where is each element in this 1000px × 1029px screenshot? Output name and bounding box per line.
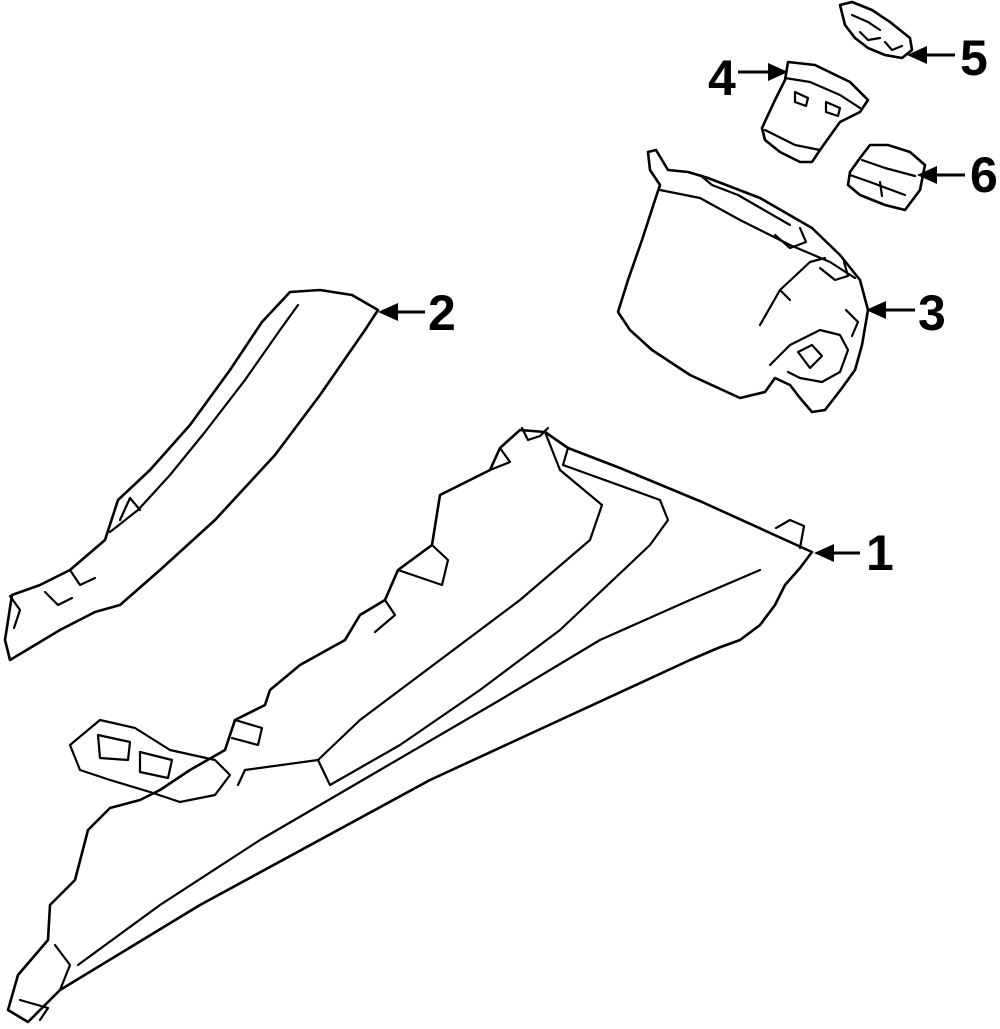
part-6-switch-block — [846, 143, 927, 212]
leader-2 — [378, 303, 425, 321]
leader-5 — [907, 46, 955, 64]
part-4-cup-trim — [760, 60, 870, 164]
part-3-housing — [616, 148, 870, 414]
leader-4 — [738, 63, 788, 81]
callout-3: 3 — [918, 285, 946, 341]
callout-4: 4 — [708, 50, 736, 106]
callout-6: 6 — [970, 147, 998, 203]
callout-2: 2 — [428, 285, 456, 341]
callout-1: 1 — [866, 525, 894, 581]
part-1-console-panel — [6, 426, 814, 1024]
callout-5: 5 — [960, 30, 988, 86]
leader-3 — [866, 301, 915, 319]
part-5-clip — [838, 0, 914, 60]
leader-6 — [917, 166, 965, 184]
part-2-trim-strip — [3, 288, 380, 662]
leader-1 — [814, 544, 860, 562]
